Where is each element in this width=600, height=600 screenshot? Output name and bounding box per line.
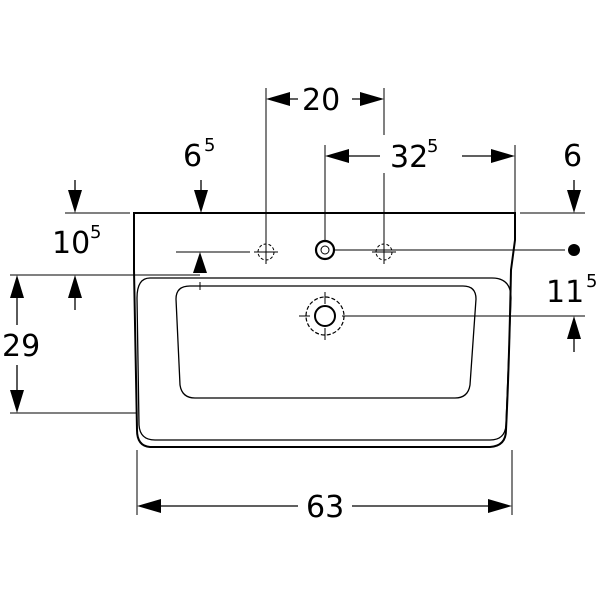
- overflow-marker-arrow: [193, 252, 207, 273]
- dimension-tap-to-edge: 32 5: [325, 136, 515, 175]
- dim-63-label: 63: [306, 490, 344, 525]
- dimension-edge-inset-right: 6: [563, 139, 582, 213]
- dim-6-label: 6: [563, 139, 582, 174]
- tap-hole-center-icon: [314, 239, 336, 261]
- dim-29-label: 29: [2, 329, 40, 364]
- dimension-rim-depth: 10 5: [52, 180, 101, 310]
- dim-20-label: 20: [302, 83, 340, 118]
- dim-32-superscript: 5: [427, 136, 438, 157]
- dim-10-superscript: 5: [90, 222, 101, 243]
- dimension-overflow-offset: 11 5: [546, 271, 597, 352]
- dim-11-label: 11: [546, 275, 584, 310]
- tap-hole-right-icon: [372, 240, 396, 264]
- dimension-overall-width: 63: [137, 490, 512, 525]
- dim-32-label: 32: [390, 140, 428, 175]
- dimension-hole-spacing: 20: [266, 83, 384, 118]
- drain-icon: [299, 292, 345, 340]
- dim-6-5-superscript: 5: [204, 135, 215, 156]
- tap-hole-left-icon: [254, 240, 278, 264]
- dim-11-superscript: 5: [586, 271, 597, 292]
- extension-lines: [10, 88, 585, 515]
- basin-outline: [133, 212, 516, 448]
- reference-point-icon: [568, 244, 580, 256]
- dim-6-5-label: 6: [183, 139, 202, 174]
- dim-10-label: 10: [52, 226, 90, 261]
- dimension-edge-inset-left: 6 5: [183, 135, 215, 213]
- dimension-bowl-depth: 29: [2, 275, 40, 413]
